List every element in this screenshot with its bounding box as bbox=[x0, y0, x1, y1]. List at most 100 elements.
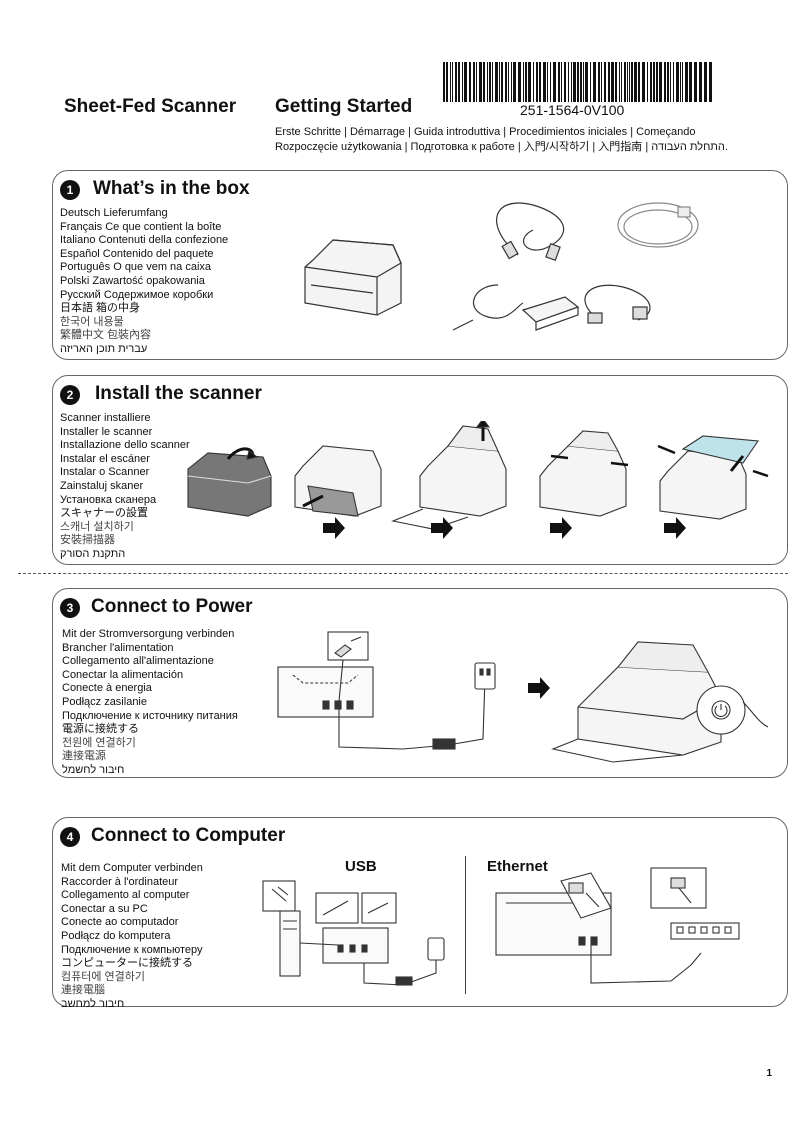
barcode-bar bbox=[704, 62, 707, 102]
barcode-bar bbox=[580, 62, 582, 102]
barcode-bar bbox=[458, 62, 460, 102]
language-line-1: Erste Schritte | Démarrage | Guida intro… bbox=[275, 126, 696, 138]
barcode-bar bbox=[450, 62, 451, 102]
list-item: Русский Содержимое коробки bbox=[60, 288, 214, 301]
list-item: Podłącz do komputera bbox=[61, 929, 171, 942]
list-item: Brancher l'alimentation bbox=[62, 641, 174, 654]
barcode-bar bbox=[455, 62, 457, 102]
section-connect-power: 3 Connect to Power Mit der Stromversorgu… bbox=[52, 588, 788, 778]
list-item: 한국어 내용물 bbox=[60, 315, 124, 328]
barcode-bar bbox=[699, 62, 702, 102]
barcode-bar bbox=[650, 62, 652, 102]
ethernet-connector-callout bbox=[560, 872, 612, 919]
barcode-bar bbox=[452, 62, 453, 102]
section-title: Connect to Computer bbox=[91, 825, 286, 846]
barcode-bar bbox=[642, 62, 645, 102]
barcode-bar bbox=[659, 62, 662, 102]
ethernet-cable bbox=[590, 945, 702, 984]
barcode-bar bbox=[624, 62, 626, 102]
barcode-bar bbox=[667, 62, 669, 102]
language-list: Mit der Stromversorgung verbinden Branch… bbox=[62, 628, 238, 778]
arrow-right-icon bbox=[664, 517, 686, 539]
scanner-front-view bbox=[551, 641, 722, 763]
ethernet-plug-callout bbox=[650, 867, 707, 909]
ethernet-illustration bbox=[495, 867, 740, 984]
usb-illustration bbox=[262, 880, 445, 986]
barcode-bar bbox=[627, 62, 628, 102]
barcode-bar bbox=[598, 62, 600, 102]
section-title: Connect to Power bbox=[91, 596, 253, 617]
install-steps-illustration bbox=[187, 421, 769, 539]
list-item: 安裝掃描器 bbox=[60, 534, 115, 547]
arrow-right-icon bbox=[550, 517, 572, 539]
barcode-bar bbox=[536, 62, 538, 102]
ethernet-cable-icon bbox=[617, 202, 699, 248]
wall-outlet-icon bbox=[427, 937, 445, 961]
barcode-bar bbox=[547, 62, 548, 102]
barcode-bar bbox=[533, 62, 534, 102]
barcode-bar bbox=[629, 62, 630, 102]
barcode-bar bbox=[489, 62, 491, 102]
usb-connector-callout bbox=[262, 880, 296, 912]
list-item: 連接電腦 bbox=[61, 984, 105, 997]
barcode-bar bbox=[608, 62, 610, 102]
power-illustration bbox=[277, 631, 769, 763]
list-item: Collegamento all'alimentazione bbox=[62, 655, 214, 668]
section-install-scanner: 2 Install the scanner Scanner installier… bbox=[52, 375, 788, 565]
list-item: 스캐너 설치하기 bbox=[60, 520, 134, 533]
list-item: 電源に接続する bbox=[62, 723, 139, 736]
power-plug-callout bbox=[327, 631, 369, 702]
barcode-bar bbox=[682, 62, 683, 102]
barcode-bar bbox=[499, 62, 500, 102]
language-list: Erste Schritte | Démarrage | Guida intro… bbox=[275, 125, 728, 155]
arrow-right-icon bbox=[323, 517, 345, 539]
list-item: Instalar o Scanner bbox=[60, 466, 150, 479]
step-adjust-guides bbox=[539, 430, 629, 517]
barcode-bar bbox=[573, 62, 576, 102]
barcode-bar bbox=[619, 62, 620, 102]
list-item: 컴퓨터에 연결하기 bbox=[61, 970, 146, 983]
step-badge: 4 bbox=[60, 827, 80, 847]
list-item: スキャナーの設置 bbox=[60, 507, 148, 520]
barcode-bar bbox=[501, 62, 503, 102]
list-item: Polski Zawartość opakowania bbox=[60, 274, 205, 287]
barcode-bar bbox=[634, 62, 637, 102]
barcode-bar bbox=[631, 62, 633, 102]
barcode-bar bbox=[528, 62, 531, 102]
power-adapter-icon bbox=[452, 284, 580, 331]
language-list: Deutsch Lieferumfang Français Ce que con… bbox=[60, 207, 228, 357]
section-connect-computer: 4 Connect to Computer Mit dem Computer v… bbox=[52, 817, 788, 1010]
step-badge: 1 bbox=[60, 180, 80, 200]
barcode-bar bbox=[694, 62, 697, 102]
list-item: חיבור למחשב bbox=[61, 997, 125, 1010]
list-item: Français Ce que contient la boîte bbox=[60, 220, 222, 233]
product-title: Sheet-Fed Scanner bbox=[64, 96, 237, 117]
list-item: Español Contenido del paquete bbox=[60, 247, 214, 260]
barcode-bar bbox=[469, 62, 471, 102]
barcode-bar bbox=[495, 62, 498, 102]
barcode-bar bbox=[553, 62, 556, 102]
barcode-bar bbox=[670, 62, 671, 102]
barcode-bar bbox=[585, 62, 588, 102]
list-item: Italiano Contenuti della confezione bbox=[60, 234, 229, 247]
arrow-right-icon bbox=[528, 677, 550, 699]
barcode-bar bbox=[571, 62, 572, 102]
barcode-bar bbox=[638, 62, 640, 102]
barcode-bar bbox=[543, 62, 546, 102]
barcode-bar bbox=[583, 62, 584, 102]
ethernet-label: Ethernet bbox=[487, 858, 548, 875]
language-list: Scanner installiere Installer le scanner… bbox=[60, 412, 190, 562]
barcode-bar bbox=[508, 62, 509, 102]
barcode-bar bbox=[593, 62, 596, 102]
list-item: חיבור לחשמל bbox=[62, 763, 125, 776]
barcode-bar bbox=[647, 62, 648, 102]
step-extend-feeder bbox=[391, 421, 507, 530]
list-item: Подключение к компьютеру bbox=[61, 943, 203, 956]
barcode-bar bbox=[568, 62, 569, 102]
list-item: コンピューターに接続する bbox=[61, 957, 193, 970]
barcode-bar bbox=[656, 62, 658, 102]
barcode-bar bbox=[464, 62, 467, 102]
list-item: Português O que vem na caixa bbox=[60, 261, 212, 274]
wall-outlet-icon bbox=[474, 662, 496, 690]
usb-cable bbox=[299, 942, 339, 946]
